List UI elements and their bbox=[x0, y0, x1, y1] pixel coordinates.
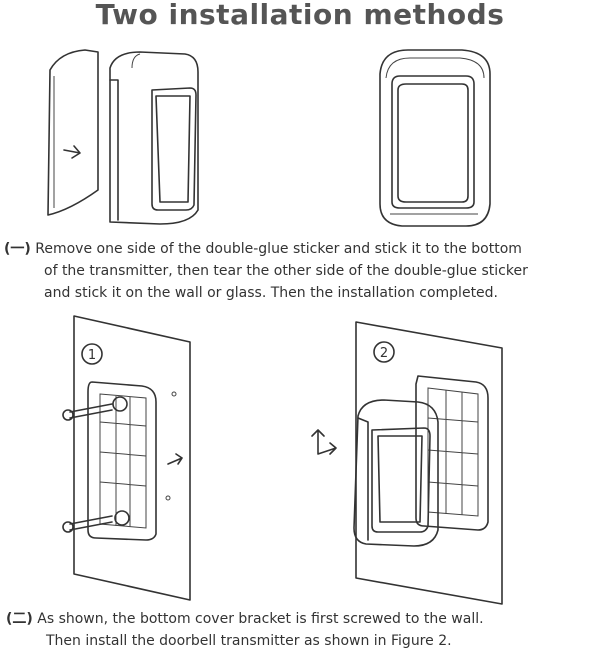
method-two-marker: (二) bbox=[6, 611, 33, 627]
transmitter-mounting-illustration: 2 bbox=[311, 321, 503, 605]
step-two-label: 2 bbox=[380, 346, 388, 361]
method-one-line-3: and stick it on the wall or glass. Then … bbox=[44, 285, 499, 301]
method-one-text: (一) Remove one side of the double-glue s… bbox=[4, 238, 600, 304]
transmitter-front-illustration bbox=[379, 49, 491, 227]
step-one-label: 1 bbox=[88, 348, 96, 363]
page-title: Two installation methods bbox=[95, 0, 505, 31]
method-two-line-2: Then install the doorbell transmitter as… bbox=[46, 633, 452, 649]
method-one-line-1: Remove one side of the double-glue stick… bbox=[35, 241, 522, 257]
sticker-application-illustration bbox=[47, 49, 199, 225]
bracket-screw-illustration: 1 bbox=[62, 315, 191, 601]
method-two-text: (二) As shown, the bottom cover bracket i… bbox=[6, 608, 600, 652]
method-two-line-1: As shown, the bottom cover bracket is fi… bbox=[37, 611, 484, 627]
method-one-line-2: of the transmitter, then tear the other … bbox=[44, 263, 528, 279]
method-one-marker: (一) bbox=[4, 241, 31, 257]
